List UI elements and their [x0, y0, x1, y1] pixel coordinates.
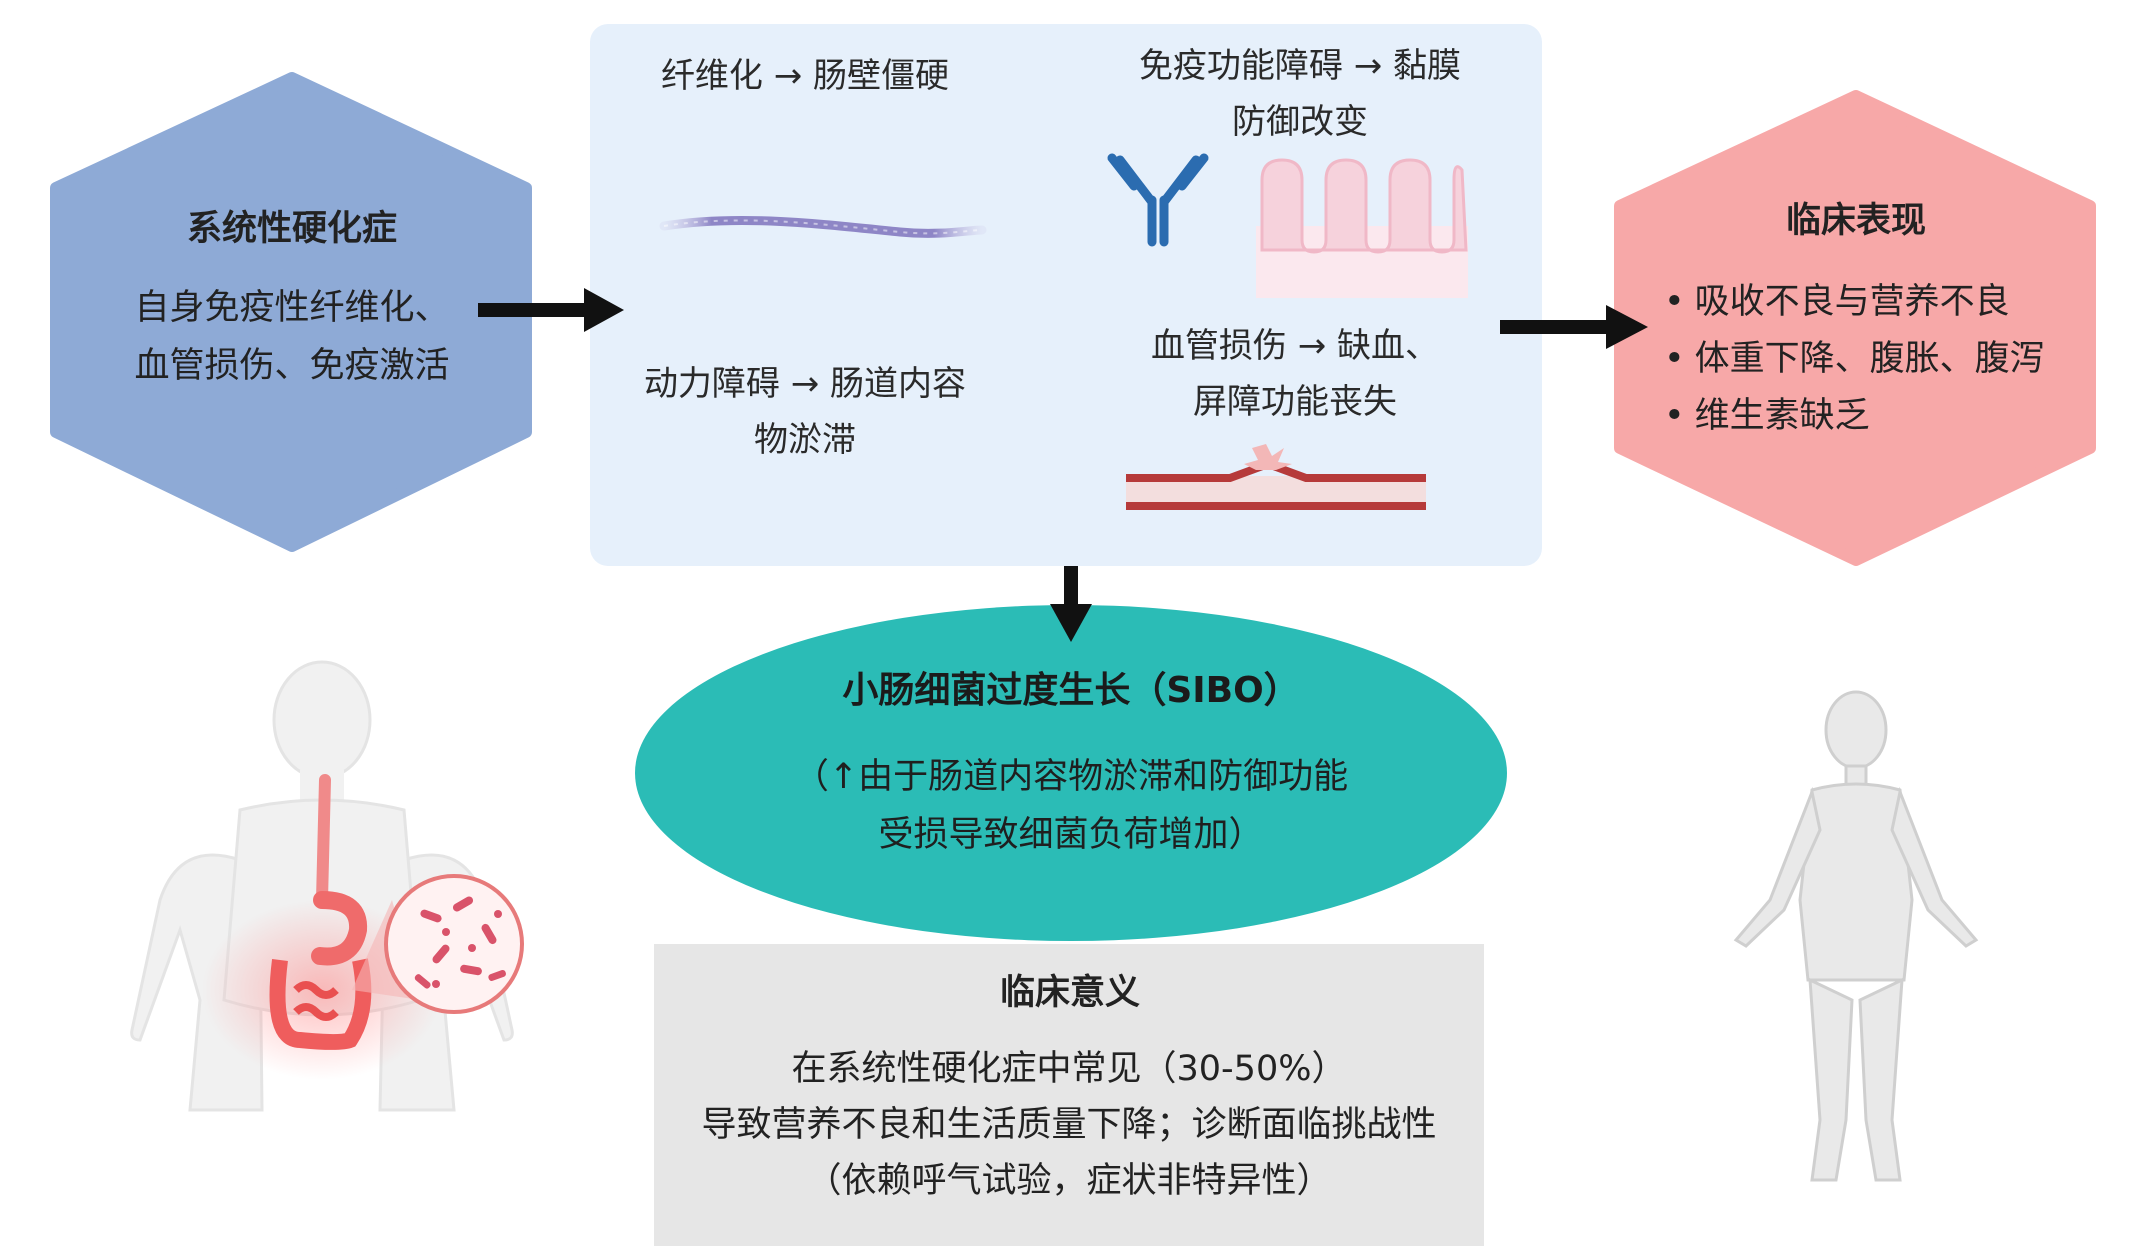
- sibo-ellipse: [635, 605, 1507, 941]
- antibody-icon: [1107, 153, 1209, 247]
- fiber-strand-icon: [659, 215, 987, 238]
- immune-line-1: 免疫功能障碍 → 黏膜: [1138, 46, 1462, 86]
- systemic-sclerosis-line-1: 自身免疫性纤维化、: [134, 288, 450, 328]
- sibo-line-1: （↑由于肠道内容物淤滞和防御功能: [793, 757, 1349, 797]
- significance-line-2: 导致营养不良和生活质量下降；诊断面临挑战性: [701, 1105, 1437, 1145]
- systemic-sclerosis-hexagon: [50, 72, 532, 552]
- fibrosis-text: 纤维化 → 肠壁僵硬: [660, 56, 950, 96]
- arrow-panel-to-right: [1500, 305, 1648, 349]
- mechanism-panel: [590, 24, 1542, 566]
- manifestation-item-vitamin: 维生素缺乏: [1664, 388, 2045, 445]
- sibo-line-2: 受损导致细菌负荷增加）: [878, 815, 1264, 855]
- arrow-left-to-panel: [478, 288, 624, 332]
- significance-line-1: 在系统性硬化症中常见（30-50%）: [791, 1049, 1347, 1089]
- manifestation-item-weight-loss: 体重下降、腹胀、腹泻: [1664, 331, 2045, 388]
- systemic-sclerosis-line-2: 血管损伤、免疫激活: [134, 346, 450, 386]
- intestinal-villi-icon: [1256, 158, 1468, 298]
- manifestation-list: 吸收不良与营养不良 体重下降、腹胀、腹泻 维生素缺乏: [1664, 274, 2045, 445]
- sibo-title: 小肠细菌过度生长（SIBO）: [842, 670, 1300, 711]
- emaciated-body-illustration: [1733, 690, 1979, 1182]
- arrow-panel-to-sibo: [1050, 566, 1092, 642]
- significance-title: 临床意义: [999, 973, 1140, 1013]
- significance-line-3: （依赖呼气试验，症状非特异性）: [806, 1161, 1332, 1201]
- systemic-sclerosis-title: 系统性硬化症: [186, 209, 397, 249]
- motility-line-1: 动力障碍 → 肠道内容: [643, 364, 967, 404]
- digestive-system-bacteria-illustration: [130, 660, 524, 1112]
- motility-line-2: 物淤滞: [754, 420, 856, 460]
- immune-line-2: 防御改变: [1232, 102, 1368, 142]
- damaged-vessel-icon: [1126, 444, 1426, 510]
- significance-box: [654, 944, 1484, 1246]
- vascular-line-2: 屏障功能丧失: [1193, 382, 1397, 422]
- vascular-line-1: 血管损伤 → 缺血、: [1150, 326, 1440, 366]
- clinical-manifestations-title: 临床表现: [1785, 201, 1926, 241]
- manifestation-item-malabsorption: 吸收不良与营养不良: [1664, 274, 2045, 331]
